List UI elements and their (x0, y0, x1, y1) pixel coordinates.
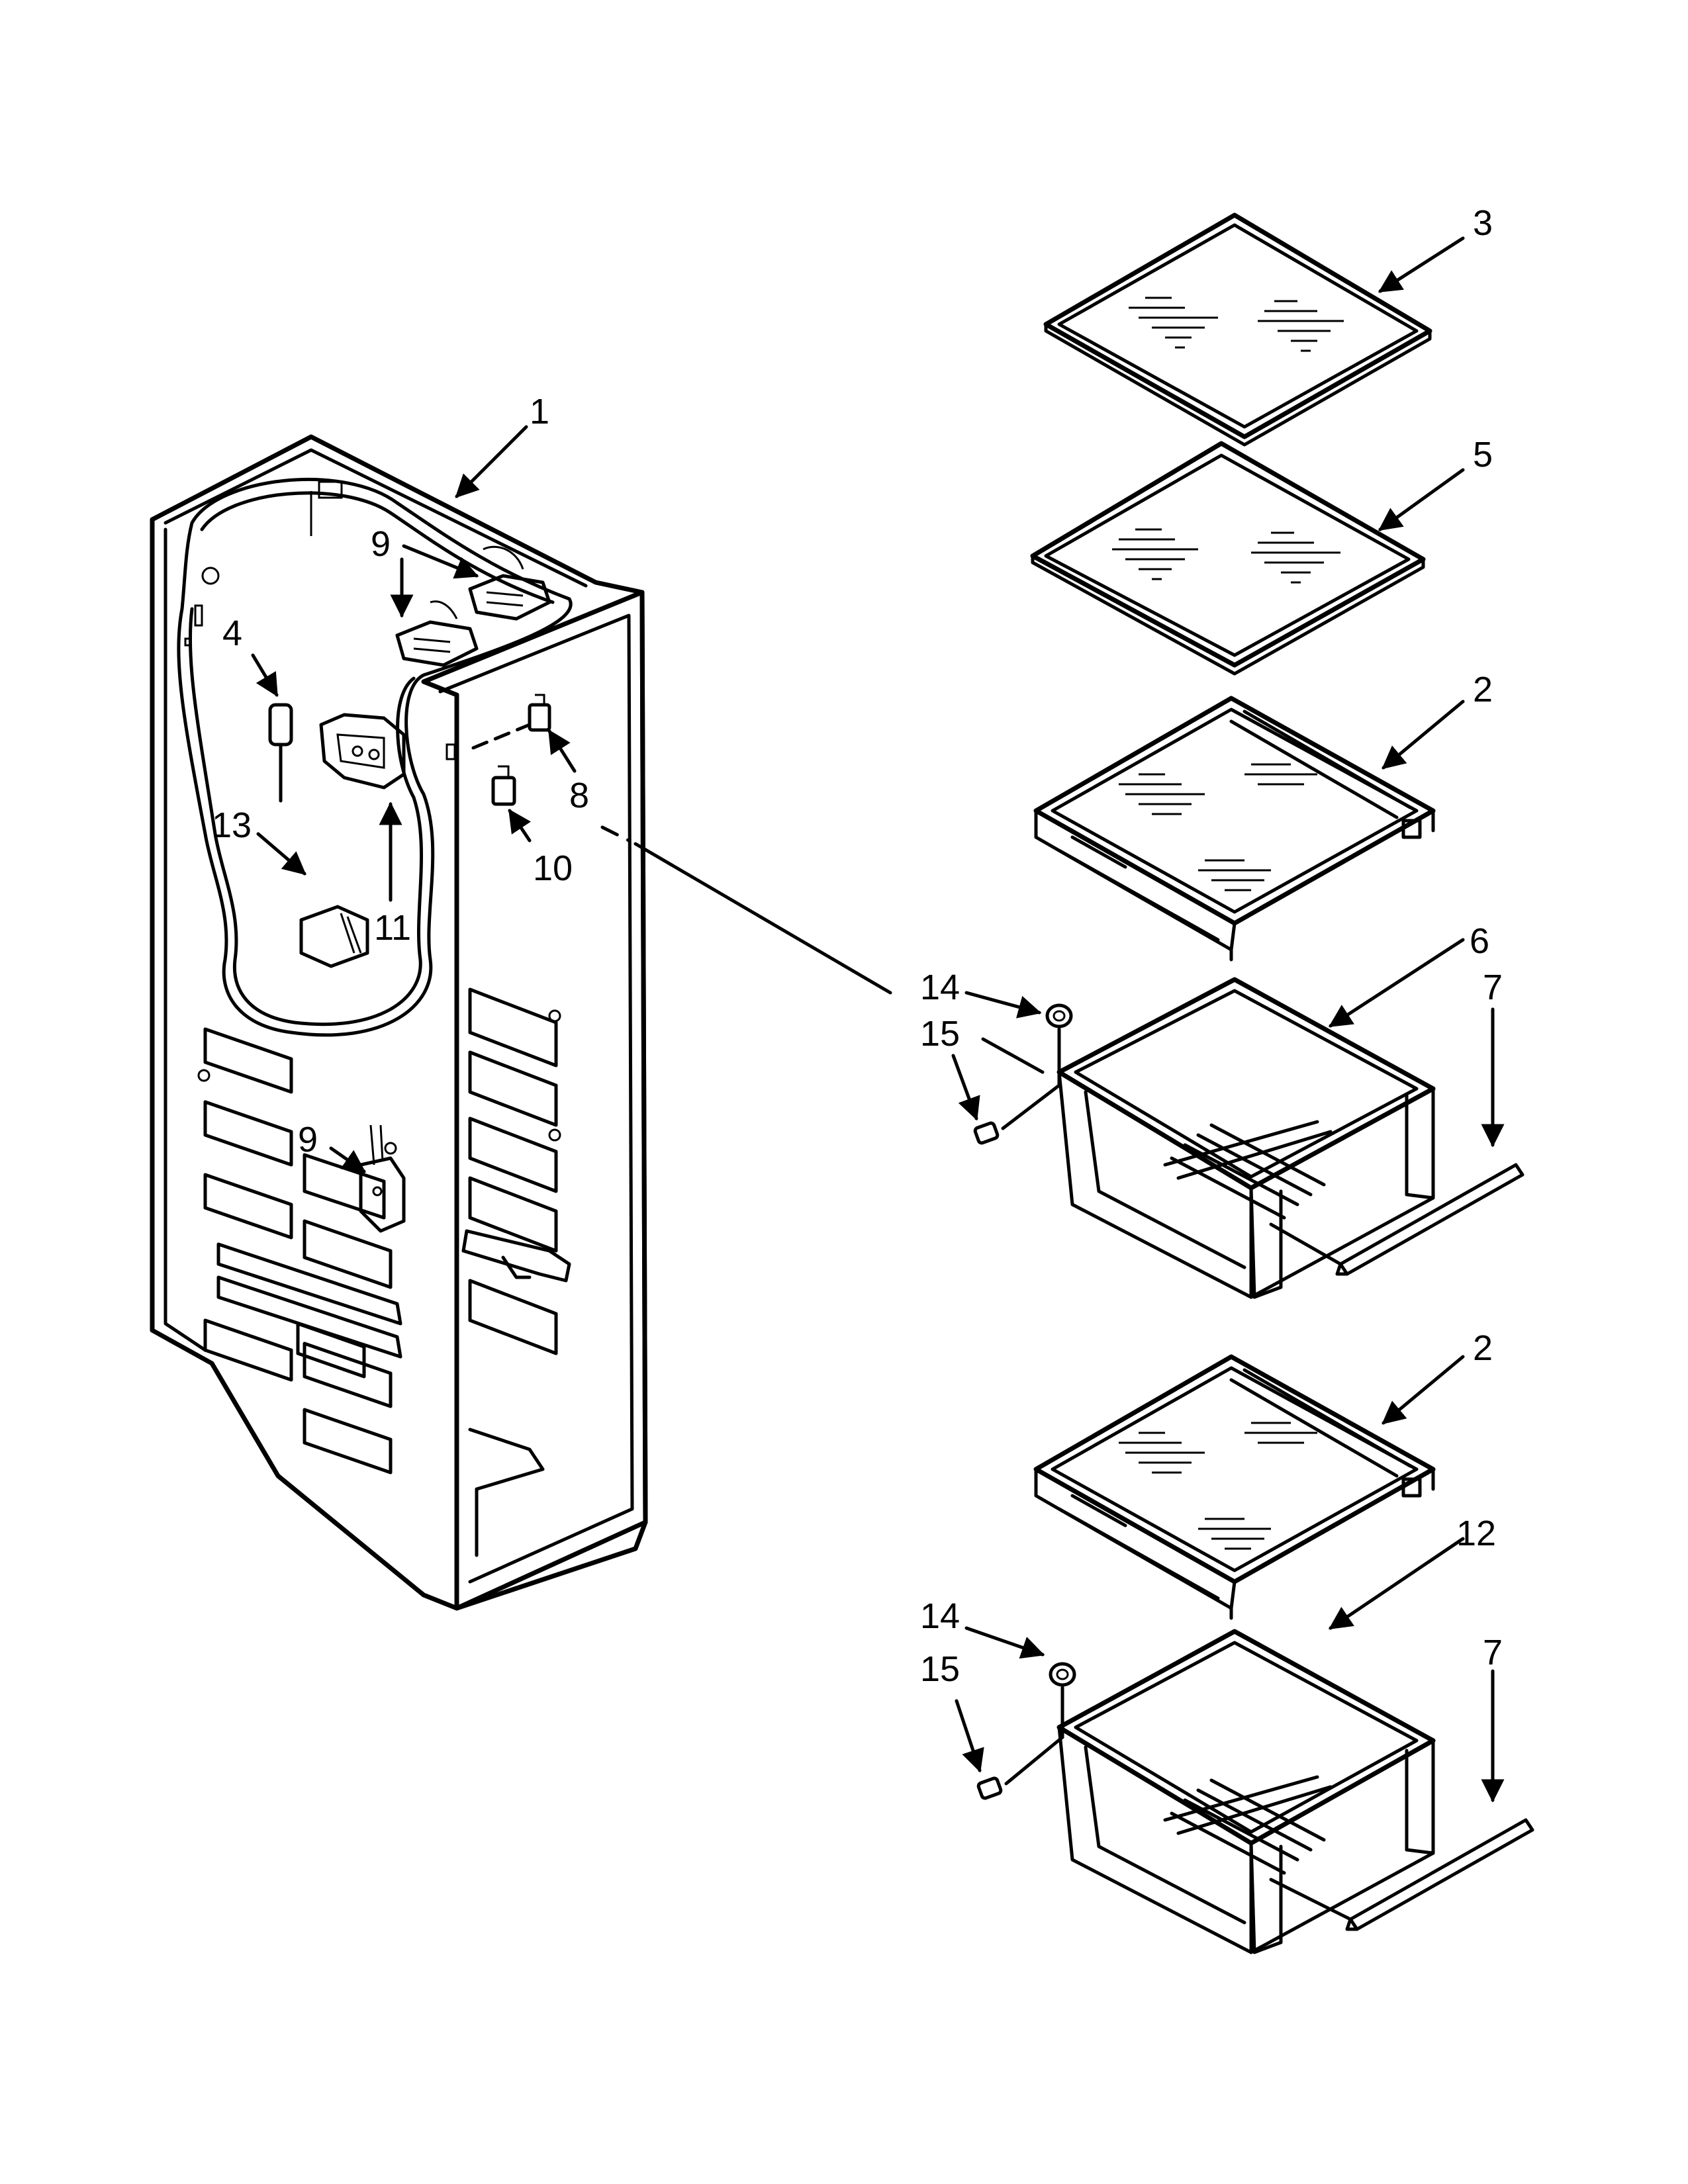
flange-slots (461, 987, 571, 1355)
callout-labels: 1 3 5 2 6 7 2 12 7 9 4 13 11 8 10 9 14 1… (212, 203, 1503, 1689)
lamp-socket-top-right (468, 545, 551, 621)
roller-upper (1045, 1003, 1073, 1087)
thermistor-part (268, 703, 293, 803)
callout-13: 13 (212, 805, 252, 845)
leader-clip-8-dashed (471, 723, 532, 750)
drawer-slide-lower (1345, 1818, 1534, 1931)
clip-part-10 (491, 765, 516, 806)
callout-9-lower: 9 (298, 1120, 318, 1160)
drawer-slide-upper (1335, 1163, 1524, 1276)
crisper-drawer-lower (1056, 1629, 1436, 1954)
callout-2-upper: 2 (1473, 670, 1493, 709)
lamp-socket-lower (359, 1124, 406, 1233)
cabinet-liner (150, 434, 648, 1611)
callout-1: 1 (530, 392, 549, 432)
callout-12: 12 (1456, 1514, 1496, 1553)
callout-7-lower: 7 (1483, 1633, 1503, 1672)
leader-slide-lower (1269, 1878, 1352, 1921)
roller-lower (1049, 1662, 1076, 1739)
callout-2-lower: 2 (1473, 1328, 1493, 1368)
liner-slots (197, 1027, 402, 1475)
leader-drawer-to-cabinet (633, 842, 892, 995)
crisper-cover-lower (1033, 1354, 1436, 1620)
screw-upper (973, 1083, 1061, 1145)
callout-5: 5 (1473, 435, 1493, 475)
control-bracket-part (319, 713, 406, 790)
clip-part-8 (528, 694, 551, 732)
callout-11: 11 (374, 908, 411, 948)
crisper-cover-upper (1033, 696, 1436, 962)
callout-4: 4 (222, 614, 242, 653)
callout-6: 6 (1470, 921, 1489, 961)
callout-15-lower: 15 (920, 1649, 960, 1689)
crisper-drawer-upper (1056, 977, 1436, 1299)
callout-14-upper: 14 (920, 968, 960, 1007)
callout-7-upper: 7 (1483, 968, 1503, 1007)
light-cover-part (299, 905, 369, 968)
callout-arrows (251, 236, 1505, 1803)
glass-shelf-3 (1043, 212, 1432, 447)
glass-shelf-5 (1030, 441, 1426, 676)
lamp-socket-top-left (395, 600, 479, 667)
callout-9-top: 9 (371, 524, 391, 564)
callout-3: 3 (1473, 203, 1493, 243)
callout-10: 10 (533, 848, 573, 888)
leader-slide-upper (1269, 1222, 1342, 1266)
screw-lower (976, 1735, 1064, 1800)
callout-15-upper: 15 (920, 1014, 960, 1054)
callout-14-lower: 14 (920, 1596, 960, 1636)
leader-dashed (600, 825, 631, 842)
callout-8: 8 (569, 776, 589, 815)
